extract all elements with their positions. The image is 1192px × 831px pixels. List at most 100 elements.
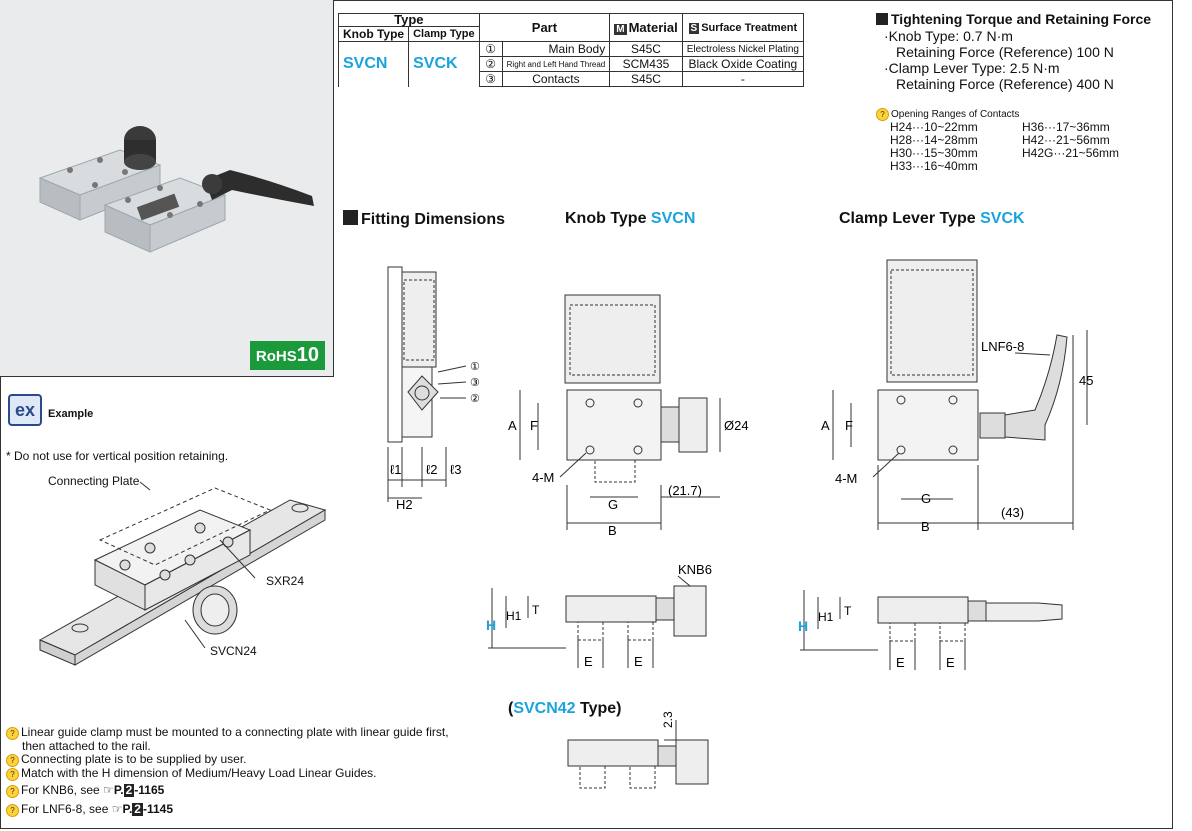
page-ref-knb[interactable]: -1165 bbox=[134, 783, 165, 797]
page-ref-prefix[interactable]: P. bbox=[122, 802, 133, 816]
dim-l3: ℓ3 bbox=[450, 462, 461, 477]
dim-2-3: 2.3 bbox=[661, 711, 675, 728]
svcn42-heading: (SVCN42 Type) bbox=[508, 700, 622, 718]
caution-icon: ? bbox=[6, 804, 19, 817]
page-ref-icon: ☞ bbox=[111, 802, 123, 816]
lever-label: LNF6-8 bbox=[981, 339, 1024, 354]
square-bullet-icon bbox=[876, 13, 888, 25]
callout-2: ② bbox=[470, 393, 480, 405]
caution-icon: ? bbox=[6, 768, 19, 781]
example-badge: ex bbox=[8, 394, 42, 426]
note-2-text: Connecting plate is to be supplied by us… bbox=[21, 752, 247, 766]
type-header: Type bbox=[338, 13, 480, 27]
row-part: Main Body bbox=[501, 41, 611, 57]
torque-line: Retaining Force (Reference) 100 N bbox=[896, 44, 1114, 60]
example-drawing bbox=[38, 481, 327, 666]
svcn42-open: ( bbox=[508, 700, 514, 717]
row-surface: - bbox=[681, 71, 804, 87]
volume-badge[interactable]: 2 bbox=[123, 783, 135, 797]
note-3-text: Match with the H dimension of Medium/Hea… bbox=[21, 766, 377, 780]
material-header: Material bbox=[628, 20, 678, 35]
clamp-type-value: SVCK bbox=[408, 41, 480, 87]
dim-h1: H1 bbox=[818, 610, 834, 624]
volume-badge[interactable]: 2 bbox=[132, 802, 143, 816]
dim-g: G bbox=[608, 497, 618, 512]
note-2: ?Connecting plate is to be supplied by u… bbox=[6, 753, 449, 767]
dim-4m: 4-M bbox=[835, 471, 857, 486]
surface-badge: S bbox=[688, 22, 700, 34]
ranges-right: H36···17~36mm H42···21~56mm H42G···21~56… bbox=[1022, 121, 1119, 160]
clamp-heading: Clamp Lever Type SVCK bbox=[839, 210, 1025, 228]
callout-1: ① bbox=[470, 361, 480, 373]
knob-type-header: Knob Type bbox=[337, 26, 410, 42]
page-ref-prefix[interactable]: P. bbox=[113, 783, 124, 797]
product-photo: RoHS10 bbox=[0, 0, 334, 377]
dim-b: B bbox=[608, 523, 617, 535]
knob-lower-view: H H1 T E E KNB6 bbox=[486, 562, 712, 669]
torque-line: ·Knob Type: 0.7 N·m bbox=[884, 28, 1013, 44]
dim-h2: H2 bbox=[396, 497, 413, 512]
square-bullet-icon bbox=[343, 210, 358, 225]
row-num: ② bbox=[478, 56, 503, 72]
note-4: ?For KNB6, see ☞P.2-1165 bbox=[6, 784, 449, 798]
dim-d24: Ø24 bbox=[724, 418, 749, 433]
dim-f: F bbox=[530, 418, 538, 433]
connecting-plate-label: Connecting Plate bbox=[48, 474, 140, 488]
range-item: H42···21~56mm bbox=[1022, 133, 1110, 147]
material-badge: M bbox=[614, 24, 627, 35]
rohs-badge: RoHS10 bbox=[249, 341, 325, 370]
page-ref-icon: ☞ bbox=[103, 783, 114, 797]
side-view-drawing: ① ③ ② ℓ1 ℓ2 ℓ3 H2 bbox=[387, 266, 480, 512]
dim-43: (43) bbox=[1001, 505, 1024, 520]
dim-h1: H1 bbox=[506, 609, 522, 623]
clamp-type-header: Clamp Type bbox=[408, 26, 480, 42]
row-num: ① bbox=[478, 41, 503, 57]
note-5-text: For LNF6-8, see bbox=[21, 802, 109, 816]
dim-4m: 4-M bbox=[532, 470, 554, 485]
rohs-label: RoHS bbox=[255, 348, 297, 365]
row-material: S45C bbox=[609, 41, 683, 57]
dim-21-7: (21.7) bbox=[668, 483, 702, 498]
caution-icon: ? bbox=[876, 108, 889, 121]
clamp-front-view: A F 4-M G B (43) LNF6-8 45 bbox=[821, 259, 1093, 534]
knob-heading-text: Knob Type bbox=[565, 210, 651, 227]
row-material: SCM435 bbox=[609, 56, 683, 72]
clamp-heading-text: Clamp Lever Type bbox=[839, 210, 981, 227]
row-num: ③ bbox=[478, 71, 503, 87]
surface-header: Surface Treatment bbox=[701, 21, 798, 34]
dim-e: E bbox=[946, 655, 955, 670]
dim-e: E bbox=[896, 655, 905, 670]
knob-front-view: A F 4-M G B (21.7) Ø24 bbox=[508, 294, 749, 535]
range-item: H42G···21~56mm bbox=[1022, 146, 1120, 160]
caution-icon: ? bbox=[6, 727, 19, 740]
range-item: H24···10~22mm bbox=[890, 120, 978, 134]
ranges-left: H24···10~22mm H28···14~28mm H30···15~30m… bbox=[890, 121, 978, 173]
note-3: ?Match with the H dimension of Medium/He… bbox=[6, 767, 449, 781]
caution-icon: ? bbox=[6, 785, 19, 798]
dim-a: A bbox=[821, 418, 830, 433]
dim-f: F bbox=[845, 418, 853, 433]
rohs-number: 10 bbox=[296, 344, 319, 366]
dim-t: T bbox=[844, 604, 852, 618]
row-material: S45C bbox=[609, 71, 683, 87]
knob-type-value: SVCN bbox=[337, 41, 410, 87]
note-5: ?For LNF6-8, see ☞P.2-1145 bbox=[6, 803, 449, 817]
row-part: Right and Left Hand Thread bbox=[501, 56, 611, 72]
notes-block: ?Linear guide clamp must be mounted to a… bbox=[6, 726, 449, 817]
opening-title-row: ?Opening Ranges of Contacts bbox=[876, 108, 1019, 121]
knob-label: KNB6 bbox=[678, 562, 712, 577]
torque-line: Retaining Force (Reference) 400 N bbox=[896, 76, 1114, 92]
page-ref-lnf[interactable]: -1145 bbox=[142, 802, 173, 816]
dim-b: B bbox=[921, 519, 930, 534]
dim-e: E bbox=[584, 654, 593, 669]
clamp-lower-view: H H1 T E E bbox=[798, 590, 1063, 670]
note-1b: then attached to the rail. bbox=[22, 739, 151, 753]
range-item: H33···16~40mm bbox=[890, 159, 978, 173]
callout-3: ③ bbox=[470, 377, 480, 389]
dim-e: E bbox=[634, 654, 643, 669]
note-1: ?Linear guide clamp must be mounted to a… bbox=[6, 726, 449, 740]
